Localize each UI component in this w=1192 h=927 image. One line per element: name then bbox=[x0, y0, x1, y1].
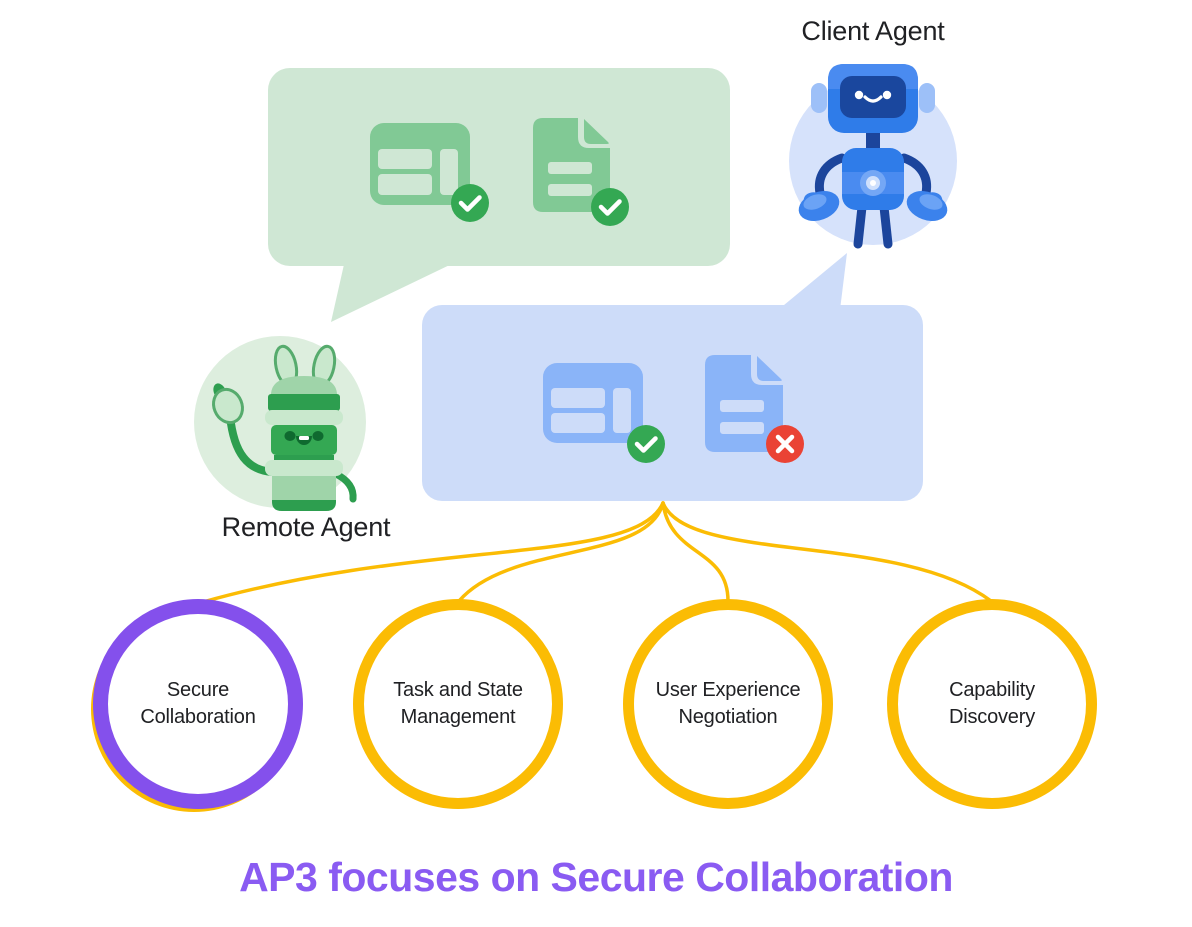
principle-label-line: Task and State bbox=[393, 679, 523, 702]
remote-speech-bubble bbox=[268, 68, 730, 322]
layout-card-icon bbox=[370, 123, 470, 205]
speech-bubble-body bbox=[268, 68, 730, 266]
cross-icon bbox=[766, 425, 804, 463]
connector-task-state-management bbox=[457, 501, 665, 603]
principle-label-line: Management bbox=[400, 706, 516, 728]
document-icon bbox=[533, 118, 610, 212]
connector-user-experience-negotiation bbox=[661, 501, 730, 603]
client-speech-bubble bbox=[422, 253, 923, 501]
principle-label-line: User Experience bbox=[655, 679, 801, 702]
check-icon bbox=[451, 184, 489, 222]
caption-text: AP3 focuses on Secure Collaboration bbox=[239, 854, 953, 900]
check-icon bbox=[627, 425, 665, 463]
connector-secure-collaboration bbox=[201, 501, 665, 604]
principle-label-line: Discovery bbox=[949, 706, 1035, 728]
principle-label-line: Negotiation bbox=[678, 706, 778, 728]
speech-bubble-tail bbox=[778, 253, 847, 310]
principle-label-line: Capability bbox=[949, 679, 1035, 702]
principle-circle-capability-discovery: Capability Discovery bbox=[887, 599, 1097, 809]
principle-circle-user-experience-negotiation: User Experience Negotiation bbox=[623, 599, 833, 809]
client-agent-label: Client Agent bbox=[801, 16, 945, 46]
remote-robot-avatar bbox=[194, 336, 366, 511]
speech-bubble-body bbox=[422, 305, 923, 501]
principle-circle-task-state-management: Task and State Management bbox=[353, 599, 563, 809]
remote-agent-label: Remote Agent bbox=[221, 512, 391, 542]
robot-visor bbox=[840, 76, 906, 118]
check-icon bbox=[591, 188, 629, 226]
principle-label-line: Collaboration bbox=[140, 706, 256, 728]
connector-capability-discovery bbox=[661, 501, 993, 603]
principle-label-line: Secure bbox=[166, 679, 230, 702]
layout-card-icon bbox=[543, 363, 643, 443]
principle-circle-secure-collaboration: Secure Collaboration bbox=[93, 599, 303, 809]
client-robot-avatar bbox=[789, 64, 957, 249]
speech-bubble-tail bbox=[331, 260, 460, 322]
document-icon bbox=[705, 355, 783, 452]
connector-lines bbox=[201, 501, 993, 604]
